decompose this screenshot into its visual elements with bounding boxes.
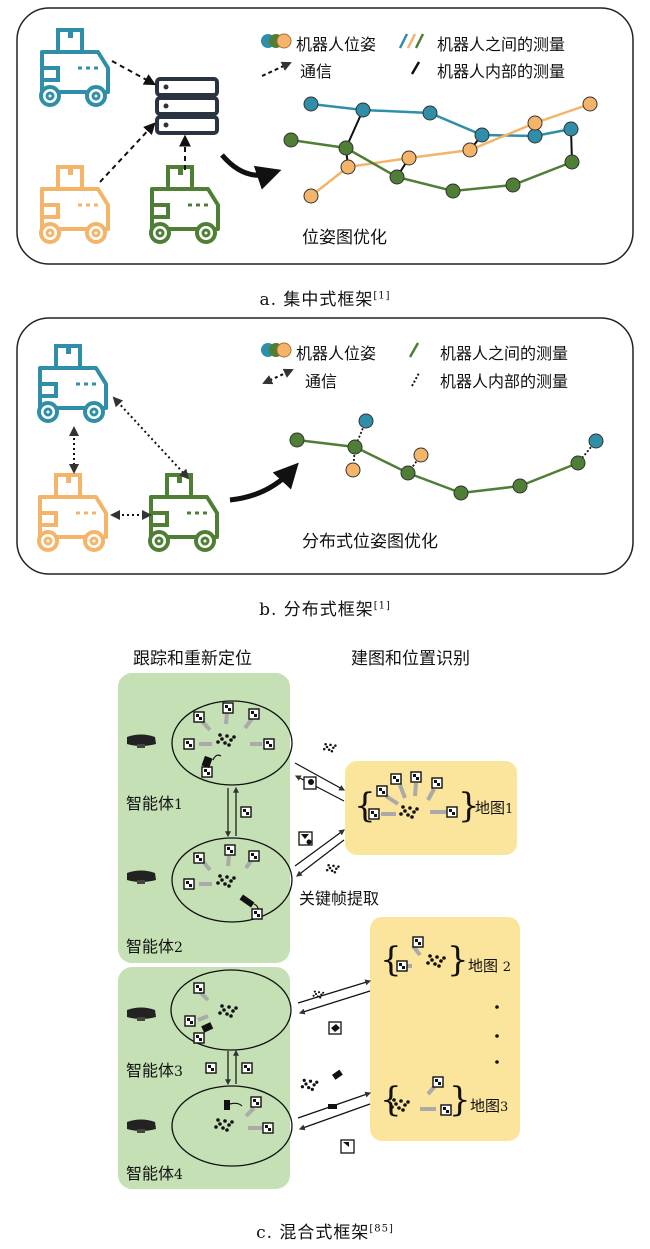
map2-label: 地图 2	[468, 957, 512, 975]
map3-content	[390, 1076, 452, 1116]
server-icon	[155, 77, 219, 135]
keyframe-extraction-label: 关键帧提取	[299, 889, 380, 908]
exchange-keyframe-3	[241, 1062, 253, 1074]
map1-label: 地图1	[475, 799, 514, 817]
agent4-label: 智能体4	[126, 1164, 183, 1183]
map-panel-2-3	[370, 917, 520, 1141]
map-panel-1	[345, 761, 517, 855]
caption-c: c. 混合式框架[85]	[256, 1223, 394, 1243]
map3-brace-left: {	[380, 1080, 402, 1120]
agent3-map-content	[184, 982, 238, 1044]
robot-green-b	[148, 473, 219, 552]
map-ellipsis-dots	[495, 1005, 499, 1064]
big-arrow-a	[220, 153, 282, 190]
map1-content	[368, 771, 458, 820]
graph-label-b: 分布式位姿图优化	[302, 532, 438, 552]
comm-legend-icon-b	[262, 368, 294, 385]
agent3-label: 智能体3	[126, 1061, 183, 1080]
legend-comm-label-b: 通信	[305, 372, 338, 391]
robot-teal-a	[39, 28, 110, 107]
robot-orange-a	[39, 165, 110, 244]
panel-b-frame	[16, 317, 634, 575]
legend-inter-measure-label-a: 机器人之间的测量	[437, 35, 566, 54]
header-mapping-place-recognition: 建图和位置识别	[351, 649, 470, 669]
robot-orange-b	[37, 473, 108, 552]
map1-brace-left: {	[354, 786, 376, 826]
intra-measure-legend-icon-a	[410, 61, 421, 75]
pose-legend-icon-b	[261, 342, 292, 358]
agent2-ellipse	[171, 837, 293, 923]
comm-arrows-a	[99, 60, 191, 183]
exchange-keyframe-1	[240, 806, 252, 818]
header-tracking-relocalization: 跟踪和重新定位	[133, 649, 252, 669]
comm-arrows-b	[69, 396, 190, 520]
legend-inter-measure-label-b: 机器人之间的测量	[440, 344, 569, 363]
graph-label-a: 位姿图优化	[302, 228, 387, 248]
inter-measure-legend-icon-a	[398, 33, 425, 49]
map2-content	[396, 936, 446, 972]
agent1-label: 智能体1	[126, 794, 183, 813]
transmitted-items	[298, 742, 355, 1154]
agent4-map-content	[214, 1096, 274, 1134]
agent4-ellipse	[171, 1085, 293, 1167]
legend-intra-measure-label-a: 机器人内部的测量	[437, 62, 566, 81]
agent3-ellipse	[170, 969, 292, 1051]
caption-a: a. 集中式框架[1]	[259, 290, 391, 310]
legend-pose-label-b: 机器人位姿	[296, 344, 377, 363]
agent-exchange-arrows	[225, 786, 239, 1086]
exchange-keyframe-2	[205, 1062, 217, 1074]
legend-comm-label-a: 通信	[300, 62, 333, 81]
agent2-label: 智能体2	[126, 937, 183, 956]
map2-brace-left: {	[380, 940, 402, 980]
big-arrow-b	[229, 462, 299, 503]
intra-measure-legend-icon-b	[411, 372, 420, 387]
robot-green-a	[149, 165, 220, 244]
legend-pose-label-a: 机器人位姿	[296, 35, 377, 54]
agent1-map-content	[183, 702, 275, 778]
inter-measure-legend-icon-b	[408, 342, 420, 358]
pose-graph-b	[289, 413, 604, 501]
agent1-ellipse	[171, 700, 293, 786]
map2-brace-right: }	[447, 940, 469, 980]
map3-brace-right: }	[449, 1080, 471, 1120]
pose-legend-icon-a	[261, 33, 292, 49]
agent-group-3-4	[118, 967, 290, 1189]
robot-teal-b	[37, 344, 108, 423]
pose-graph-a	[283, 96, 598, 204]
map3-label: 地图3	[470, 1097, 509, 1115]
caption-b: b. 分布式框架[1]	[259, 600, 391, 620]
legend-intra-measure-label-b: 机器人内部的测量	[440, 372, 569, 391]
agent-group-1-2	[118, 673, 290, 963]
map1-brace-right: }	[458, 786, 480, 826]
comm-legend-icon-a	[261, 61, 292, 77]
agent2-map-content	[183, 844, 263, 920]
panel-a-frame	[16, 7, 634, 265]
